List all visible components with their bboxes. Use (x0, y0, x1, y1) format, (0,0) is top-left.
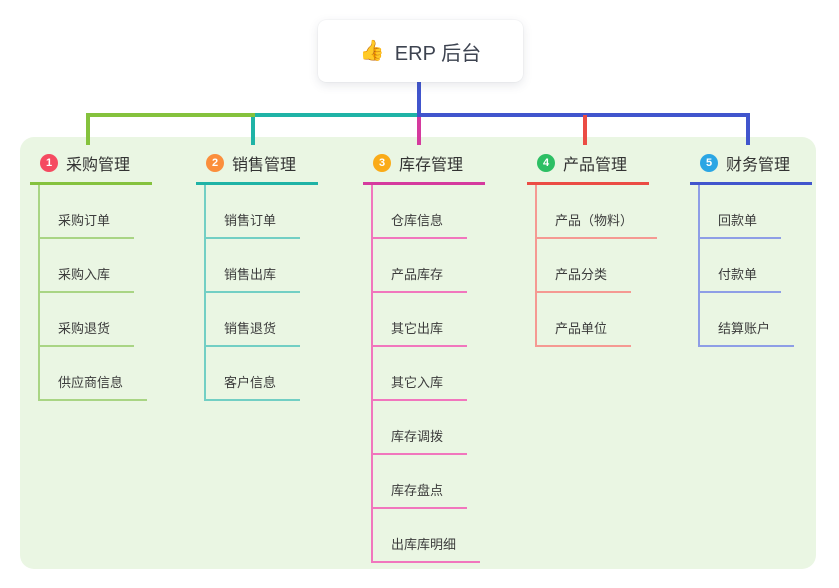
branch-2: 2 销售管理销售订单销售出库销售退货客户信息 (196, 146, 319, 401)
branch-3: 3 库存管理仓库信息产品库存其它出库其它入库库存调拨库存盘点出库库明细 (363, 146, 486, 563)
mindmap-node[interactable]: 产品库存 (371, 239, 468, 293)
thumbs-up-icon: 👍 (359, 40, 385, 62)
mindmap-node-label: 库存调拨 (391, 429, 444, 444)
mindmap-node-label: 销售出库 (224, 267, 277, 282)
branch-item-list: 回款单付款单结算账户 (698, 185, 795, 347)
branch-title-label: 产品管理 (563, 157, 628, 174)
branch-number-badge: 2 (206, 154, 224, 172)
branch-number-badge: 1 (40, 154, 58, 172)
mindmap-node[interactable]: 销售退货 (204, 293, 301, 347)
mindmap-node[interactable]: 销售出库 (204, 239, 301, 293)
root-label: ERP 后台 (394, 42, 482, 65)
mindmap-node[interactable]: 产品单位 (535, 293, 632, 347)
mindmap-node[interactable]: 供应商信息 (38, 347, 148, 401)
mindmap-node[interactable]: 付款单 (698, 239, 782, 293)
mindmap-node[interactable]: 库存盘点 (371, 455, 468, 509)
mindmap-node-label: 销售订单 (224, 213, 277, 228)
mindmap-node-label: 其它出库 (391, 321, 444, 336)
branch-1: 1 采购管理采购订单采购入库采购退货供应商信息 (30, 146, 153, 401)
mindmap-node[interactable]: 采购订单 (38, 185, 135, 239)
mindmap-node-label: 仓库信息 (391, 213, 444, 228)
branch-item-list: 销售订单销售出库销售退货客户信息 (204, 185, 301, 401)
branch-title-1[interactable]: 1 采购管理 (30, 146, 153, 185)
mindmap-node-label: 供应商信息 (58, 375, 124, 390)
mindmap-node-label: 客户信息 (224, 375, 277, 390)
mindmap-node[interactable]: 产品分类 (535, 239, 632, 293)
mindmap-node[interactable]: 库存调拨 (371, 401, 468, 455)
branch-title-label: 财务管理 (726, 157, 791, 174)
mindmap-node[interactable]: 销售订单 (204, 185, 301, 239)
mindmap-node-label: 采购退货 (58, 321, 111, 336)
mindmap-node-label: 采购订单 (58, 213, 111, 228)
mindmap-node[interactable]: 回款单 (698, 185, 782, 239)
root-node[interactable]: 👍 ERP 后台 (318, 20, 523, 82)
branch-title-label: 销售管理 (232, 157, 297, 174)
mindmap-node-label: 其它入库 (391, 375, 444, 390)
branch-4: 4 产品管理产品（物料） 产品分类产品单位 (527, 146, 658, 347)
branch-title-label: 库存管理 (399, 157, 464, 174)
mindmap-node-label: 回款单 (718, 213, 758, 228)
mindmap-node[interactable]: 其它出库 (371, 293, 468, 347)
mindmap-node-label: 采购入库 (58, 267, 111, 282)
mindmap-node[interactable]: 客户信息 (204, 347, 301, 401)
branch-title-3[interactable]: 3 库存管理 (363, 146, 486, 185)
branch-title-2[interactable]: 2 销售管理 (196, 146, 319, 185)
mindmap-node-label: 产品库存 (391, 267, 444, 282)
mindmap-node-label: 付款单 (718, 267, 758, 282)
branch-title-label: 采购管理 (66, 157, 131, 174)
branch-title-5[interactable]: 5 财务管理 (690, 146, 813, 185)
mindmap-node[interactable]: 仓库信息 (371, 185, 468, 239)
branch-item-list: 产品（物料） 产品分类产品单位 (535, 185, 658, 347)
mindmap-node[interactable]: 采购退货 (38, 293, 135, 347)
branch-5: 5 财务管理回款单付款单结算账户 (690, 146, 813, 347)
branch-number-badge: 4 (537, 154, 555, 172)
branch-title-4[interactable]: 4 产品管理 (527, 146, 650, 185)
mindmap-node-label: 结算账户 (718, 321, 771, 336)
mindmap-node-label: 出库库明细 (391, 537, 457, 552)
branch-number-badge: 5 (700, 154, 718, 172)
mindmap-node[interactable]: 采购入库 (38, 239, 135, 293)
branch-item-list: 仓库信息产品库存其它出库其它入库库存调拨库存盘点出库库明细 (371, 185, 481, 563)
mindmap-node[interactable]: 结算账户 (698, 293, 795, 347)
mindmap-node[interactable]: 其它入库 (371, 347, 468, 401)
branches-panel (20, 137, 816, 569)
mindmap-node-label: 销售退货 (224, 321, 277, 336)
branch-item-list: 采购订单采购入库采购退货供应商信息 (38, 185, 148, 401)
branch-number-badge: 3 (373, 154, 391, 172)
mindmap-node[interactable]: 产品（物料） (535, 185, 658, 239)
mindmap-node-label: 产品分类 (555, 267, 608, 282)
mindmap-node-label: 产品单位 (555, 321, 608, 336)
mindmap-node-label: 产品（物料） (555, 213, 634, 228)
mindmap-node[interactable]: 出库库明细 (371, 509, 481, 563)
mindmap-node-label: 库存盘点 (391, 483, 444, 498)
